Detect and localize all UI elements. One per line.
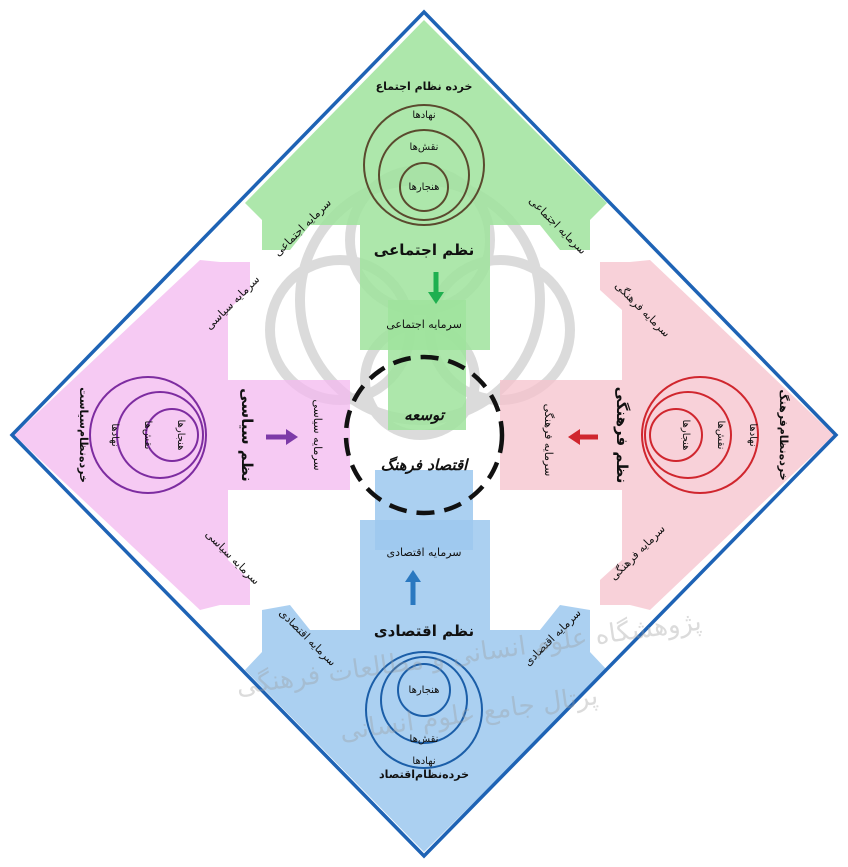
political-capital-inner: سرمایه سیاسی — [311, 399, 324, 470]
center-culture-economy-label: اقتصاد فرهنگ — [381, 456, 469, 474]
economic-norms-label: هنجارها — [409, 685, 440, 696]
political-subsystem-label: خرده‌نظام‌سیاست — [77, 387, 90, 483]
cultural-capital-inner: سرمایه فرهنگی — [542, 404, 555, 477]
economic-subsystem-label: خرده‌نظام‌اقتصاد — [379, 768, 469, 781]
economic-capital-inner: سرمایه اقتصادی — [386, 546, 461, 559]
cultural-institutions-label: نهادها — [747, 423, 758, 446]
political-norms-label: هنجارها — [175, 420, 186, 451]
cultural-roles-label: نقش‌ها — [715, 421, 726, 450]
cultural-subsystem-label: خرده‌نظام‌فرهنگ — [777, 389, 791, 480]
cultural-norms-label: هنجارها — [680, 420, 691, 451]
social-norms-label: هنجارها — [409, 182, 440, 193]
economic-institutions-label: نهادها — [412, 756, 435, 767]
social-subsystem-label: خرده نظام اجتماع — [376, 80, 473, 93]
social-order-title: نظم اجتماعی — [374, 241, 474, 259]
social-roles-label: نقش‌ها — [410, 142, 439, 153]
center-development-label: توسعه — [404, 406, 446, 424]
social-institutions-label: نهادها — [412, 110, 435, 121]
political-roles-label: نقش‌ها — [142, 421, 153, 450]
political-order-title: نظم سیاسی — [238, 388, 256, 482]
cultural-order-title: نظم فرهنگی — [613, 387, 631, 484]
economic-order-title: نظم اقتصادی — [374, 622, 474, 640]
social-capital-inner: سرمایه اجتماعی — [386, 318, 462, 331]
political-institutions-label: نهادها — [109, 423, 120, 446]
